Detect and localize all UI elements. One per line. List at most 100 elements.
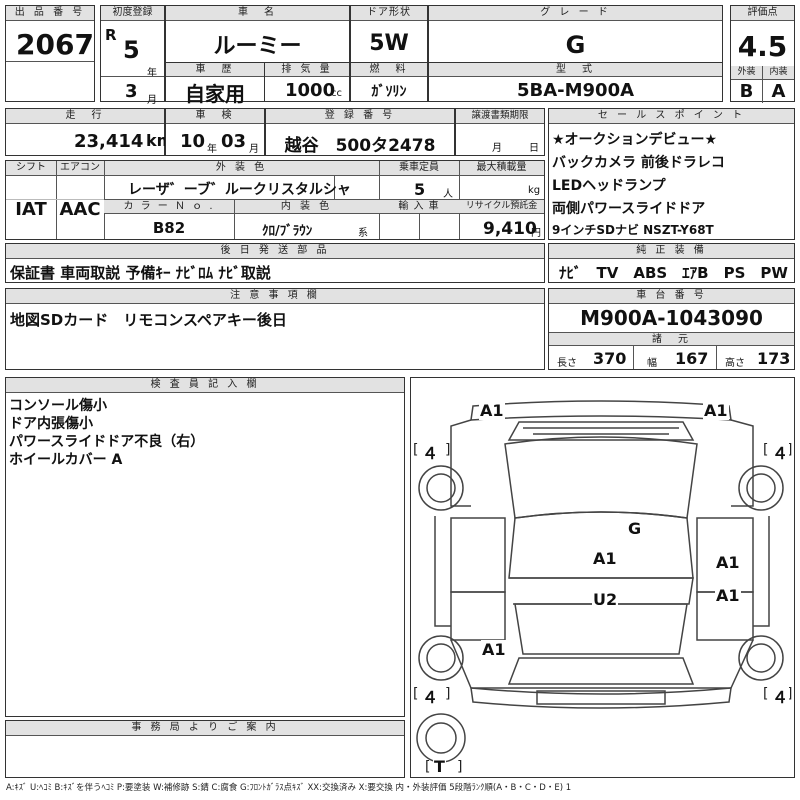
interior-label: 内装 — [763, 66, 794, 80]
svg-text:[: [ — [413, 442, 418, 458]
door-box: ドア形状 5W — [350, 5, 428, 63]
legend-text: A:ｷｽﾞ U:ﾍｺﾐ B:ｷｽﾞを伴うﾍｺﾐ P:要塗装 W:補修跡 S:錆 … — [6, 783, 572, 793]
door-value: 5W — [369, 31, 409, 56]
equipment-text: ﾅﾋﾞ TV ABS ｴｱB PS PW — [559, 264, 788, 282]
person-unit: 人 — [443, 189, 453, 200]
registration-number: 越谷 500タ2478 — [284, 136, 436, 156]
mileage-label: 走 行 — [6, 109, 164, 124]
width-value: 167 — [675, 349, 709, 368]
history-value: 自家用 — [185, 82, 245, 106]
transfer-day: 日 — [529, 143, 539, 154]
yen-unit: 円 — [531, 228, 541, 239]
color-value: レーザ゛ーブ゛ルークリスタルシャ — [128, 182, 351, 198]
first-reg-label: 初度登録 — [101, 6, 164, 21]
color-no-value: B82 — [152, 219, 186, 237]
recycle-label: リサイクル預託金 — [459, 199, 544, 214]
history-box: 車 歴 自家用 — [165, 62, 265, 106]
interior-color-label: 内 装 色 — [234, 199, 379, 214]
inspection-label: 車 検 — [166, 109, 264, 124]
inspection-year: 10 — [180, 131, 206, 152]
mark-tire-rear-left: ４ — [421, 684, 440, 708]
lot-label: 出 品 番 号 — [6, 6, 94, 21]
mark-tire-rear-right: ４ — [771, 684, 790, 708]
registration-label: 登 録 番 号 — [266, 109, 454, 124]
mark-front-left: A1 — [479, 401, 505, 420]
mark-center-rear: U2 — [592, 590, 619, 609]
capacity-value: 5 — [414, 180, 426, 199]
sales-line-2: バックカメラ 前後ドラレコ — [552, 155, 725, 171]
shift-value: IAT — [15, 199, 47, 220]
exterior-score: B — [739, 81, 754, 102]
svg-text:]: ] — [787, 686, 792, 702]
door-label: ドア形状 — [351, 6, 427, 21]
office-box: 事 務 局 よ り ご 案 内 — [5, 720, 405, 778]
inspector-line-4: ホイールカバー A — [9, 452, 123, 468]
notes-label: 注 意 事 項 欄 — [6, 289, 544, 304]
displacement-label: 排 気 量 — [265, 63, 349, 77]
car-diagram-box: [] [] [] [] [] A1 A1 ４ ４ ４ ４ T G A1 A1 U… — [410, 377, 795, 778]
later-parts-text: 保証書 車両取説 予備ｷｰ ﾅﾋﾞﾛﾑ ﾅﾋﾞ取説 — [10, 264, 271, 282]
svg-text:[: [ — [413, 686, 418, 702]
mark-center-front: A1 — [592, 549, 618, 568]
inspection-month: 03 — [221, 131, 247, 152]
car-diagram: [] [] [] [] [] — [413, 400, 792, 775]
mark-right-front: A1 — [715, 553, 741, 572]
inspector-line-2: ドア内張傷小 — [9, 416, 93, 432]
spec-label: 諸 元 — [549, 332, 794, 346]
inspector-label: 検 査 員 記 入 欄 — [6, 378, 404, 393]
transfer-month: 月 — [492, 143, 502, 154]
color-no-label: カ ラ ー Ｎ ｏ . — [104, 199, 234, 214]
chassis-label: 車 台 番 号 — [549, 289, 794, 304]
load-unit: kg — [528, 185, 541, 196]
fuel-value: ｶﾞｿﾘﾝ — [371, 84, 407, 100]
car-name-label: 車 名 — [166, 6, 349, 21]
ac-value: AAC — [59, 199, 101, 220]
equipment-box: 純 正 装 備 ﾅﾋﾞ TV ABS ｴｱB PS PW — [548, 243, 795, 283]
history-label: 車 歴 — [166, 63, 264, 77]
inspection-year-unit: 年 — [207, 144, 217, 155]
mileage-box: 走 行 23,414 km — [5, 108, 173, 156]
import-label: 輸 入 車 — [379, 199, 459, 214]
car-name-box: 車 名 ルーミー — [165, 5, 350, 63]
spec-table: シフト エアコン 外 装 色 乗車定員 最大積載量 IAT AAC レーザ゛ーブ… — [5, 160, 545, 240]
mark-right-rear: A1 — [715, 586, 741, 605]
kei-unit: 系 — [358, 228, 368, 239]
month-unit: 月 — [147, 95, 157, 106]
svg-text:]: ] — [445, 442, 450, 458]
svg-text:[: [ — [425, 759, 430, 775]
score-label: 評価点 — [731, 6, 794, 21]
model-value: 5BA-M900A — [516, 80, 635, 101]
interior-score: A — [771, 81, 786, 102]
score-box: 評価点 4.5 外装 内装 B A — [730, 5, 795, 103]
inspector-line-3: パワースライドドア不良（右） — [9, 434, 205, 450]
registration-box: 登 録 番 号 越谷 500タ2478 — [265, 108, 455, 156]
displacement-box: 排 気 量 1000 cc — [264, 62, 350, 102]
era-value: R — [105, 26, 117, 44]
height-label: 高さ — [725, 358, 745, 369]
svg-text:]: ] — [787, 442, 792, 458]
notes-box: 注 意 事 項 欄 地図SDカード リモコンスペアキー後日 — [5, 288, 545, 370]
interior-color-value: ｸﾛ/ﾌﾞﾗｳﾝ — [262, 224, 313, 239]
chassis-box: 車 台 番 号 M900A-1043090 諸 元 長さ 370 幅 167 高… — [548, 288, 795, 370]
grade-value: G — [565, 31, 586, 59]
lot-box: 出 品 番 号 2067 — [5, 5, 95, 102]
color-label: 外 装 色 — [104, 161, 379, 176]
year-unit: 年 — [147, 68, 157, 79]
first-registration-box: 初度登録 R 5 年 3 月 — [100, 5, 165, 106]
inspector-line-1: コンソール傷小 — [9, 398, 107, 414]
grade-label: グ レ ー ド — [429, 6, 722, 21]
height-value: 173 — [757, 349, 791, 368]
length-value: 370 — [593, 349, 627, 368]
model-label: 型 式 — [429, 63, 722, 77]
length-label: 長さ — [557, 358, 577, 369]
equipment-label: 純 正 装 備 — [549, 244, 794, 259]
grade-box: グ レ ー ド G — [428, 5, 723, 63]
later-parts-label: 後 日 発 送 部 品 — [6, 244, 544, 259]
load-label: 最大積載量 — [459, 161, 544, 176]
mark-roof: G — [627, 519, 643, 538]
svg-text:]: ] — [457, 759, 462, 775]
sales-point-box: セ ー ル ス ポ イ ン ト ★オークションデビュー★ バックカメラ 前後ドラ… — [548, 108, 795, 240]
inspection-box: 車 検 10 年 03 月 — [165, 108, 265, 156]
mark-tire-front-left: ４ — [421, 440, 440, 464]
mileage-value: 23,414 — [74, 131, 144, 152]
